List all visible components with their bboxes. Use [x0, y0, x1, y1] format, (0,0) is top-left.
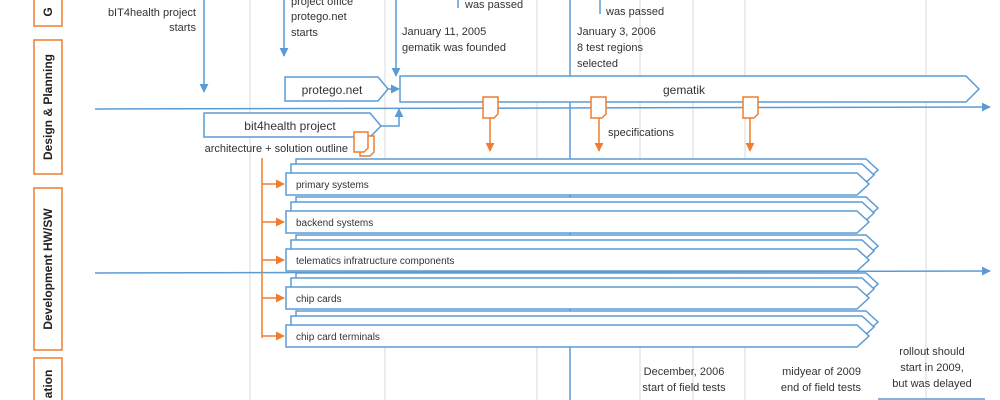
event-law-passed: was passed was passed	[464, 0, 664, 18]
development-bar: telematics infratructure components	[262, 234, 880, 272]
event-text: was passed	[464, 0, 523, 11]
event-field-tests-start: December, 2006 start of field tests	[642, 366, 726, 394]
event-rollout: rollout should start in 2009, but was de…	[878, 346, 985, 400]
event-text: starts	[291, 27, 318, 39]
event-text: end of field tests	[781, 382, 862, 394]
bar-label: bit4health project	[244, 119, 336, 133]
event-field-tests-end: midyear of 2009 end of field tests	[781, 366, 862, 394]
event-text: project office	[291, 0, 353, 8]
event-text: start of field tests	[642, 382, 726, 394]
bar-label: gematik	[663, 83, 706, 97]
bar-gematik: gematik	[399, 75, 981, 103]
bar-front	[285, 324, 871, 348]
bar-label: protego.net	[302, 83, 363, 97]
event-protego-start: project office protego.net starts	[279, 0, 353, 57]
bar-label: chip card terminals	[296, 332, 380, 343]
event-text: rollout should	[899, 346, 964, 358]
development-bar: primary systems	[262, 158, 880, 196]
event-gematik-founded: January 11, 2005 gematik was founded	[391, 0, 506, 77]
bar-label: backend systems	[296, 218, 373, 229]
development-bar: chip cards	[262, 272, 880, 310]
event-text: January 3, 2006	[577, 26, 656, 38]
spec-document-1	[482, 96, 499, 152]
event-bit4health-start: bIT4health project starts	[108, 0, 209, 93]
event-text: selected	[577, 58, 618, 70]
lane-operation: ation	[33, 357, 63, 400]
document-icon	[590, 96, 607, 119]
lane-label: Development HW/SW	[41, 208, 55, 330]
lane-governance: G	[33, 0, 63, 27]
lane-label: Design & Planning	[41, 54, 55, 160]
document-icon	[482, 96, 499, 119]
bar-label: primary systems	[296, 180, 369, 191]
lane-label: G	[41, 7, 55, 16]
bar-front	[285, 172, 871, 196]
event-text: starts	[169, 22, 196, 34]
bar-front	[285, 248, 871, 272]
event-text: December, 2006	[644, 366, 725, 378]
bar-front	[285, 210, 871, 234]
document-icon	[353, 131, 375, 157]
event-text: but was delayed	[892, 378, 972, 390]
lane-development: Development HW/SW	[33, 187, 63, 351]
spec-document-3	[742, 96, 759, 152]
event-text: gematik was founded	[402, 42, 506, 54]
event-text: was passed	[605, 6, 664, 18]
event-text: bIT4health project	[108, 7, 196, 19]
event-text: protego.net	[291, 11, 347, 23]
document-icon	[742, 96, 759, 119]
development-bar: backend systems	[262, 196, 880, 234]
bar-bit4health: bit4health project	[203, 108, 404, 138]
architecture-label: architecture + solution outline	[205, 143, 348, 155]
development-bars: primary systems backend systems telematics…	[262, 158, 880, 348]
spec-document-2	[590, 96, 607, 152]
event-text: midyear of 2009	[782, 366, 861, 378]
event-text: 8 test regions	[577, 42, 644, 54]
bar-label: telematics infratructure components	[296, 256, 454, 267]
specifications-label: specifications	[608, 127, 675, 139]
lane-design: Design & Planning	[33, 39, 63, 175]
design-timeline-arrow	[94, 102, 991, 112]
bar-protego: protego.net	[284, 76, 400, 102]
development-bar: chip card terminals	[262, 310, 880, 348]
event-text: start in 2009,	[900, 362, 964, 374]
lane-label: ation	[41, 370, 55, 399]
bar-label: chip cards	[296, 294, 342, 305]
event-text: January 11, 2005	[402, 26, 486, 38]
bar-front	[285, 286, 871, 310]
event-test-regions: January 3, 2006 8 test regions selected	[577, 26, 656, 70]
